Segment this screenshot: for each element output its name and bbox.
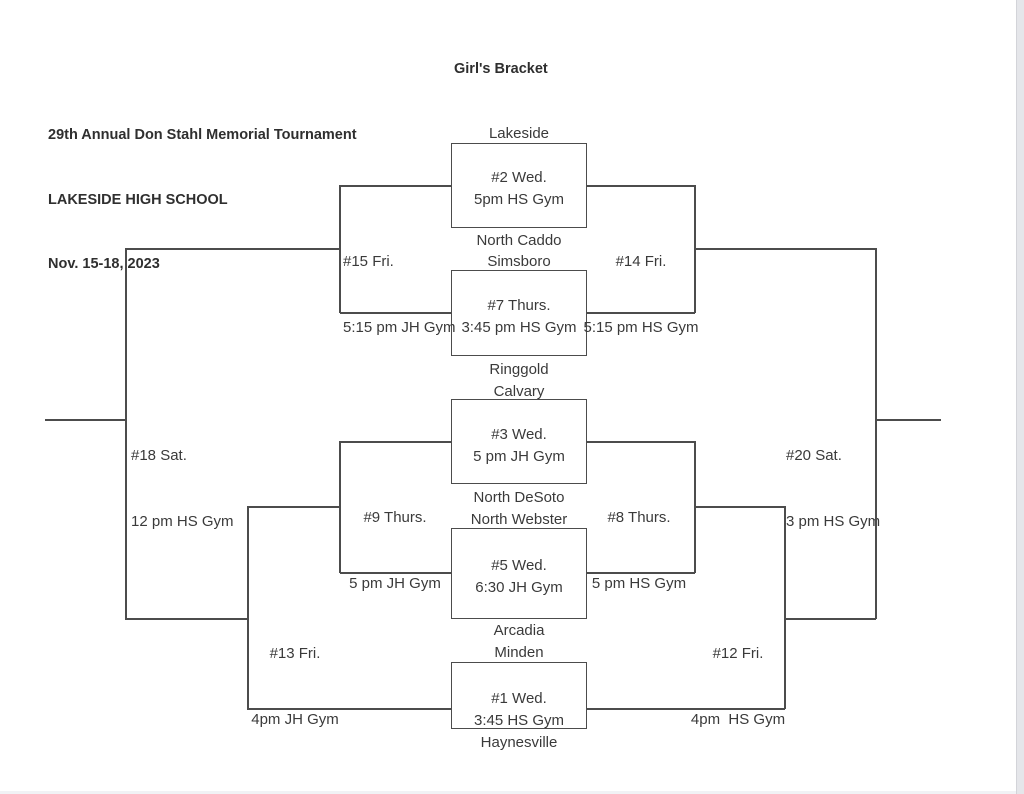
game-1-number: #1 Wed. <box>491 690 547 707</box>
bracket-hline-game1-left <box>247 708 451 710</box>
game-13-time: 4pm JH Gym <box>251 711 339 728</box>
game-box-7: #7 Thurs. 3:45 pm HS Gym <box>451 270 587 356</box>
bracket-vline-game13 <box>247 506 249 709</box>
bracket-hline-game2-right <box>587 185 695 187</box>
game-20-number: #20 Sat. <box>786 447 842 464</box>
team-label-simsboro: Simsboro <box>487 253 551 270</box>
bracket-hline-game3-right <box>587 441 695 443</box>
game-box-1: #1 Wed. 3:45 HS Gym <box>451 662 587 729</box>
bracket-vline-game18 <box>125 248 127 619</box>
game-12-number: #12 Fri. <box>712 645 764 662</box>
bracket-hline-game1-right <box>587 708 785 710</box>
game-8-time: 5 pm HS Gym <box>591 575 687 592</box>
tournament-name: 29th Annual Don Stahl Memorial Tournamen… <box>48 127 357 143</box>
game-2-number: #2 Wed. <box>491 169 547 186</box>
game-12-annotation: #12 Fri. 4pm HS Gym <box>691 599 785 775</box>
bracket-hline-game9-out <box>247 506 340 508</box>
bracket-hline-game5-left <box>340 572 451 574</box>
bracket-hline-game7-left <box>340 312 451 314</box>
game-14-time: 5:15 pm HS Gym <box>583 319 699 336</box>
bracket-hline-game18-out <box>45 419 126 421</box>
game-14-annotation: #14 Fri. 5:15 pm HS Gym <box>583 207 698 383</box>
game-box-5: #5 Wed. 6:30 JH Gym <box>451 528 587 619</box>
game-13-annotation: #13 Fri. 4pm JH Gym <box>251 599 339 775</box>
game-2-time: 5pm HS Gym <box>473 191 564 208</box>
game-3-number: #3 Wed. <box>491 426 547 443</box>
game-14-number: #14 Fri. <box>615 253 667 270</box>
page-edge-strip <box>1016 0 1024 794</box>
bracket-vline-game12 <box>784 506 786 709</box>
game-7-number: #7 Thurs. <box>487 297 551 314</box>
game-1-time: 3:45 HS Gym <box>473 712 565 729</box>
game-9-number: #9 Thurs. <box>363 509 427 526</box>
team-label-haynesville: Haynesville <box>480 734 558 751</box>
bracket-hline-game8-out <box>694 506 785 508</box>
team-label-north-desoto: North DeSoto <box>473 489 565 506</box>
game-18-time: 12 pm HS Gym <box>131 513 234 530</box>
tournament-dates: Nov. 15-18, 2023 <box>48 256 160 272</box>
game-box-3: #3 Wed. 5 pm JH Gym <box>451 399 587 484</box>
team-label-minden: Minden <box>494 644 544 661</box>
bracket-hline-game7-right <box>587 312 695 314</box>
team-label-calvary: Calvary <box>493 383 545 400</box>
game-20-time: 3 pm HS Gym <box>786 513 881 530</box>
tournament-header: 29th Annual Don Stahl Memorial Tournamen… <box>48 82 357 319</box>
bracket-hline-game15-out <box>125 248 340 250</box>
game-5-number: #5 Wed. <box>491 557 547 574</box>
bracket-hline-game3-left <box>340 441 451 443</box>
game-7-time: 3:45 pm HS Gym <box>461 319 577 336</box>
bracket-hline-game20-out <box>875 419 941 421</box>
bracket-hline-game14-out <box>694 248 876 250</box>
game-8-annotation: #8 Thurs. 5 pm HS Gym <box>592 463 686 639</box>
team-label-lakeside: Lakeside <box>488 125 550 142</box>
game-13-number: #13 Fri. <box>269 645 321 662</box>
game-box-2: #2 Wed. 5pm HS Gym <box>451 143 587 228</box>
bracket-vline-game20 <box>875 248 877 619</box>
game-18-annotation: #18 Sat. 12 pm HS Gym <box>131 401 234 577</box>
bracket-hline-game2-left <box>340 185 451 187</box>
game-15-annotation: #15 Fri. 5:15 pm JH Gym <box>343 207 456 383</box>
bracket-hline-game5-right <box>587 572 695 574</box>
team-label-north-caddo: North Caddo <box>476 232 562 249</box>
game-20-annotation: #20 Sat. 3 pm HS Gym <box>786 401 880 577</box>
team-label-ringgold: Ringgold <box>489 361 549 378</box>
tournament-location: LAKESIDE HIGH SCHOOL <box>48 191 228 208</box>
page-bottom-edge <box>0 791 1016 794</box>
game-9-annotation: #9 Thurs. 5 pm JH Gym <box>349 463 441 639</box>
game-15-number: #15 Fri. <box>343 253 394 270</box>
game-5-time: 6:30 JH Gym <box>475 579 563 596</box>
game-3-time: 5 pm JH Gym <box>473 448 565 465</box>
game-9-time: 5 pm JH Gym <box>349 575 441 592</box>
game-12-time: 4pm HS Gym <box>690 711 786 728</box>
bracket-hline-game13-out <box>125 618 248 620</box>
team-label-arcadia: Arcadia <box>493 622 545 639</box>
game-8-number: #8 Thurs. <box>607 509 671 526</box>
bracket-hline-game12-out <box>784 618 876 620</box>
bracket-title: Girl's Bracket <box>454 61 548 77</box>
game-18-number: #18 Sat. <box>131 447 187 464</box>
team-label-north-webster: North Webster <box>470 511 568 528</box>
game-15-time: 5:15 pm JH Gym <box>343 319 456 336</box>
